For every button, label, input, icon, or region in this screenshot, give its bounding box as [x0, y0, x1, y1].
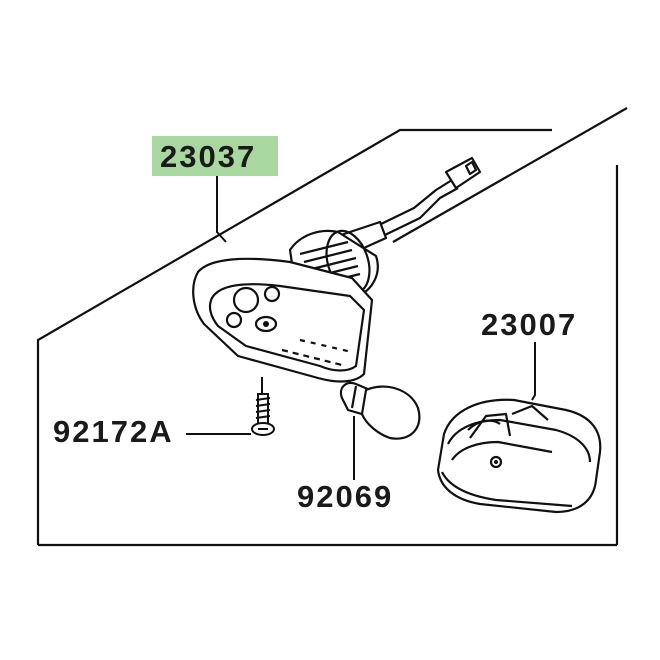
- bulb[interactable]: [339, 381, 421, 440]
- part-highlight: [152, 136, 278, 176]
- part-number-92069[interactable]: 92069: [297, 479, 393, 514]
- part-number-23007[interactable]: 23007: [481, 307, 577, 342]
- part-number-92172A[interactable]: 92172A: [53, 414, 174, 449]
- screw[interactable]: [251, 393, 275, 436]
- part-number-23037[interactable]: 23037: [160, 139, 256, 174]
- lens[interactable]: [436, 398, 602, 514]
- leader-lines: [186, 176, 536, 480]
- turn-signal-assembly[interactable]: [192, 156, 482, 383]
